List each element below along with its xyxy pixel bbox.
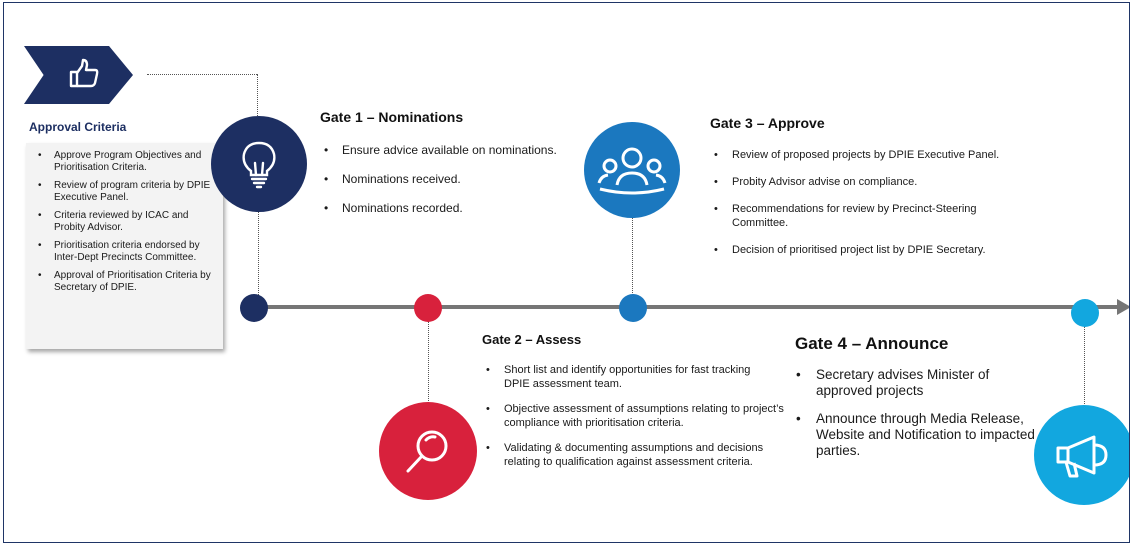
- diagram-frame: Approval Criteria Approve Program Object…: [3, 2, 1130, 543]
- gate1-title: Gate 1 – Nominations: [320, 109, 464, 125]
- list-item: Ensure advice available on nominations.: [324, 143, 602, 158]
- magnifier-icon: [406, 430, 448, 473]
- list-item: Criteria reviewed by ICAC and Probity Ad…: [38, 210, 219, 233]
- list-item: Nominations received.: [324, 172, 602, 187]
- timeline-dot-gate2: [414, 294, 442, 322]
- people-group-icon: [597, 147, 667, 195]
- list-item: Objective assessment of assumptions rela…: [486, 402, 799, 430]
- connector-dotted: [1084, 326, 1085, 408]
- list-item: Approve Program Objectives and Prioritis…: [38, 150, 219, 173]
- gate1-list: Ensure advice available on nominations. …: [324, 143, 602, 230]
- list-item: Review of program criteria by DPIE Execu…: [38, 180, 219, 203]
- gate4-title: Gate 4 – Announce: [795, 334, 949, 353]
- list-item: Review of proposed projects by DPIE Exec…: [714, 148, 1072, 162]
- approval-criteria-list: Approve Program Objectives and Prioritis…: [38, 150, 219, 300]
- gate2-list: Short list and identify opportunities fo…: [486, 363, 799, 480]
- connector-dotted: [257, 74, 258, 118]
- gate1-circle: [211, 116, 307, 212]
- gate2-title: Gate 2 – Assess: [482, 332, 582, 347]
- megaphone-icon: [1056, 435, 1108, 478]
- list-item: Short list and identify opportunities fo…: [486, 363, 754, 391]
- connector-dotted: [258, 211, 259, 301]
- connector-dotted: [428, 321, 429, 405]
- timeline-dot-gate1: [240, 294, 268, 322]
- gate3-list: Review of proposed projects by DPIE Exec…: [714, 148, 1072, 270]
- list-item: Validating & documenting assumptions and…: [486, 441, 769, 469]
- approval-criteria-box: Approve Program Objectives and Prioritis…: [26, 143, 223, 349]
- thumbs-up-icon: [66, 57, 102, 93]
- timeline-line: [261, 305, 1121, 309]
- list-item: Recommendations for review by Precinct-S…: [714, 202, 1032, 230]
- gate4-list: Secretary advises Minister of approved p…: [796, 367, 1066, 471]
- lightbulb-icon: [242, 141, 276, 189]
- timeline-arrowhead: [1117, 299, 1129, 315]
- list-item: Secretary advises Minister of approved p…: [796, 367, 1026, 399]
- list-item: Decision of prioritised project list by …: [714, 243, 1072, 257]
- list-item: Nominations recorded.: [324, 201, 602, 216]
- timeline-dot-gate4: [1071, 299, 1099, 327]
- approval-criteria-title: Approval Criteria: [29, 120, 127, 134]
- gate3-title: Gate 3 – Approve: [710, 115, 825, 131]
- connector-dotted: [632, 217, 633, 299]
- gate2-circle: [379, 402, 477, 500]
- list-item: Approval of Prioritisation Criteria by S…: [38, 270, 219, 293]
- connector-dotted: [147, 74, 257, 75]
- timeline-dot-gate3: [619, 294, 647, 322]
- list-item: Announce through Media Release, Website …: [796, 411, 1066, 459]
- list-item: Prioritisation criteria endorsed by Inte…: [38, 240, 219, 263]
- list-item: Probity Advisor advise on compliance.: [714, 175, 1072, 189]
